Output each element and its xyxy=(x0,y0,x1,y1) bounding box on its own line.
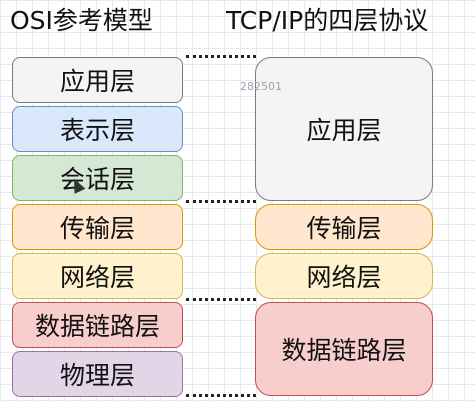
osi-transport-layer: 传输层 xyxy=(12,204,183,250)
osi-presentation-layer: 表示层 xyxy=(12,106,183,152)
tcpip-model-title: TCP/IP的四层协议 xyxy=(226,6,429,35)
osi-application-layer: 应用层 xyxy=(12,57,183,103)
osi-model-title: OSI参考模型 xyxy=(10,6,153,35)
osi-session-layer: 会话层 xyxy=(12,155,183,201)
osi-physical-layer: 物理层 xyxy=(12,351,183,397)
mapping-line-top xyxy=(186,55,256,58)
mapping-line-network-datalink xyxy=(186,298,256,301)
osi-data-link-layer: 数据链路层 xyxy=(12,302,183,348)
watermark-text: 282501 xyxy=(240,80,282,93)
mapping-line-bottom xyxy=(186,394,256,397)
tcpip-data-link-layer: 数据链路层 xyxy=(255,302,433,396)
tcpip-application-layer: 应用层 xyxy=(255,57,433,201)
tcpip-transport-layer: 传输层 xyxy=(255,204,433,250)
tcpip-network-layer: 网络层 xyxy=(255,253,433,299)
osi-network-layer: 网络层 xyxy=(12,253,183,299)
mapping-line-application-transport xyxy=(186,200,256,203)
